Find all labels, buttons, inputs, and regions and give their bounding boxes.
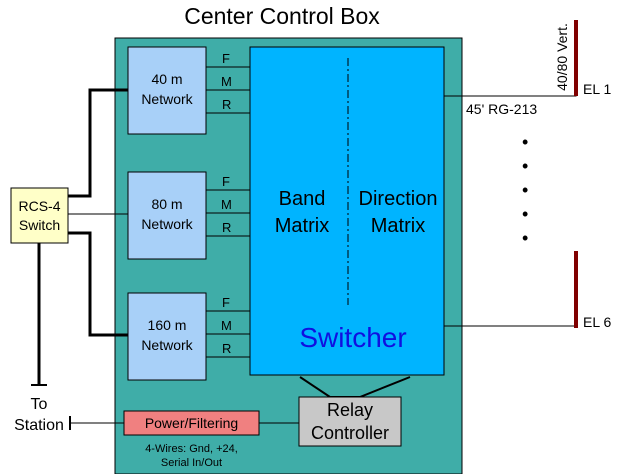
relay-controller-line1: Relay xyxy=(327,400,373,420)
relay-controller-line2: Controller xyxy=(311,423,389,443)
ellipsis-dot: • xyxy=(522,204,528,224)
power-filtering-box xyxy=(123,410,260,436)
port-label-m: M xyxy=(221,318,232,333)
rcs-to-160m-wire xyxy=(68,231,128,337)
direction-matrix-line1: Direction xyxy=(359,188,438,210)
ellipsis-dot: • xyxy=(522,228,528,248)
switcher-block xyxy=(249,46,445,376)
band-matrix-line2: Matrix xyxy=(275,215,329,237)
direction-matrix-line2: Matrix xyxy=(371,215,425,237)
port-label-f: F xyxy=(222,51,230,66)
network-40m: 40 m Network xyxy=(127,46,207,135)
rcs-wiring xyxy=(68,88,128,337)
port-lines xyxy=(206,66,250,358)
network-band: 40 m xyxy=(151,71,182,87)
network-box xyxy=(127,171,207,260)
to-station-line1: To xyxy=(31,396,48,413)
element-ellipsis: • • • • • xyxy=(522,132,528,248)
network-band: 160 m xyxy=(148,317,187,333)
port-label-f: F xyxy=(222,174,230,189)
band-matrix-line1: Band xyxy=(279,188,326,210)
switcher-label: Switcher xyxy=(299,322,406,353)
network-box xyxy=(127,292,207,381)
ellipsis-dot: • xyxy=(522,180,528,200)
network-label: Network xyxy=(141,91,193,107)
diagram-title: Center Control Box xyxy=(184,3,380,29)
ellipsis-dot: • xyxy=(522,132,528,152)
port-label-m: M xyxy=(221,197,232,212)
rcs-switch-line2: Switch xyxy=(19,217,60,233)
power-filtering-label: Power/Filtering xyxy=(145,415,238,431)
network-80m: 80 m Network xyxy=(127,171,207,260)
network-band: 80 m xyxy=(151,196,182,212)
relay-controller-box xyxy=(298,396,402,447)
port-label-r: R xyxy=(222,97,231,112)
to-station-line2: Station xyxy=(14,417,64,434)
port-labels: F M R F M R F M R xyxy=(221,51,232,356)
power-note-line2: Serial In/Out xyxy=(161,457,222,469)
rcs-switch-line1: RCS-4 xyxy=(18,198,60,214)
cable-label: 45' RG-213 xyxy=(466,101,537,117)
el1-label: EL 1 xyxy=(583,81,611,97)
rcs-to-40m-wire xyxy=(68,88,128,198)
port-label-m: M xyxy=(221,74,232,89)
port-label-r: R xyxy=(222,220,231,235)
vertical-antenna-label: 40/80 Vert. xyxy=(554,23,570,91)
network-box xyxy=(127,46,207,135)
rcs-switch-box xyxy=(10,187,69,244)
network-label: Network xyxy=(141,337,193,353)
power-note-line1: 4-Wires: Gnd, +24, xyxy=(145,443,238,455)
ellipsis-dot: • xyxy=(522,156,528,176)
network-label: Network xyxy=(141,216,193,232)
network-160m: 160 m Network xyxy=(127,292,207,381)
port-label-f: F xyxy=(222,295,230,310)
port-label-r: R xyxy=(222,341,231,356)
el6-label: EL 6 xyxy=(583,314,611,330)
